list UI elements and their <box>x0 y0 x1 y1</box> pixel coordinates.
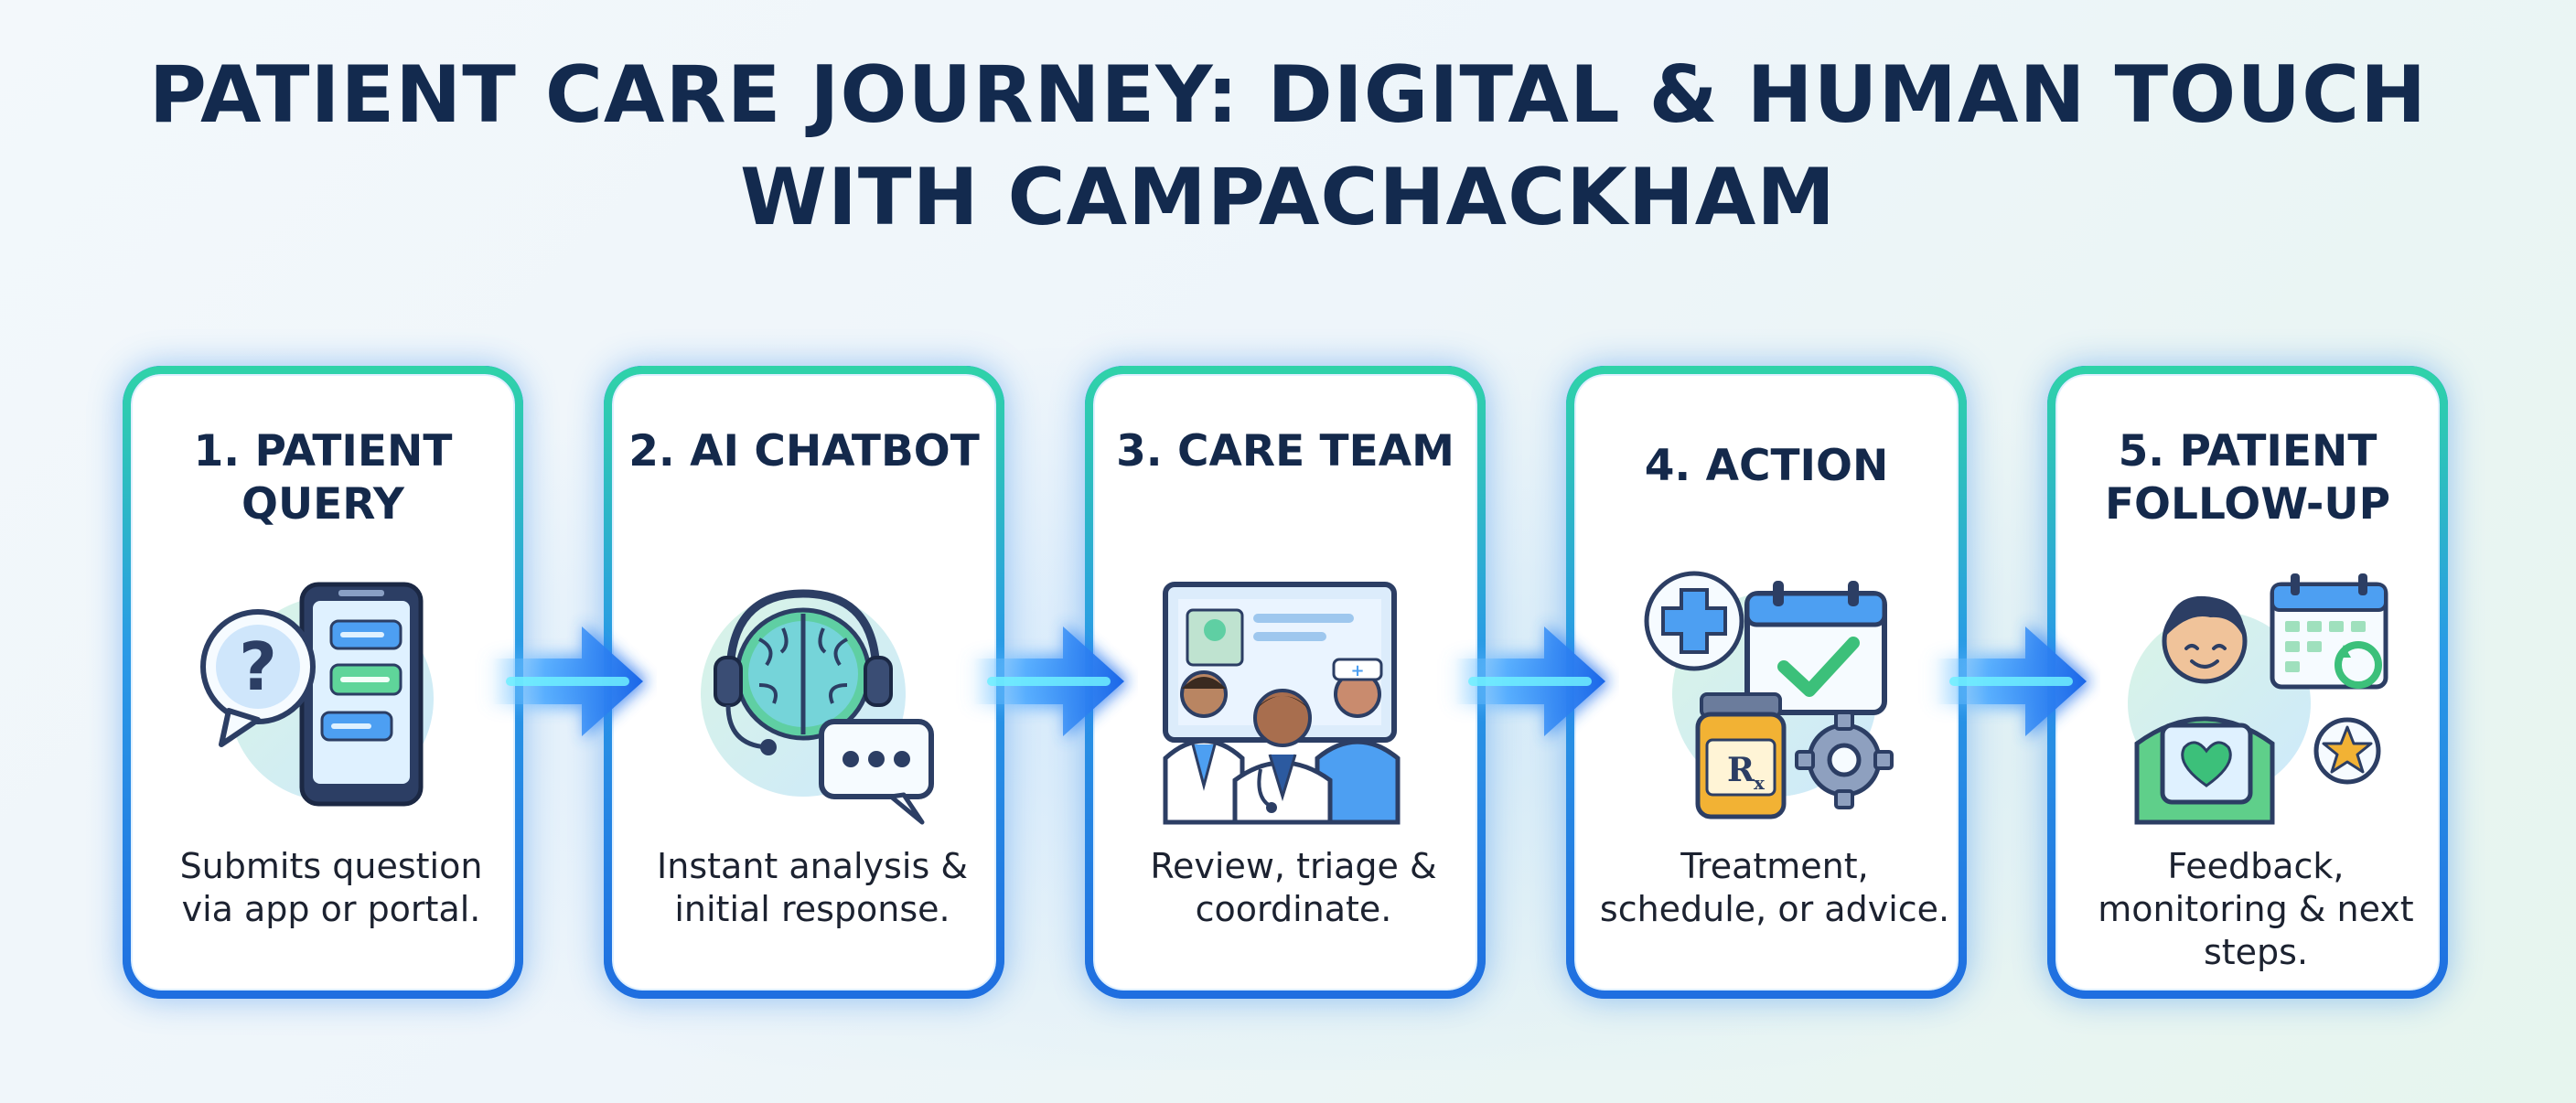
medical-cross-calendar-rx-gear-icon: R x <box>1644 571 1894 819</box>
patient-tablet-calendar-star-icon <box>2128 573 2388 825</box>
title-line-2: WITH CAMPACHACKHAM <box>740 152 1836 243</box>
step-description: Review, triage & coordinate. <box>1150 846 1437 929</box>
brain-headset-chat-icon <box>701 589 934 825</box>
arrow-right-icon <box>1445 622 1610 741</box>
step-title: 4. ACTION <box>1644 441 1889 491</box>
step-description: Treatment, schedule, or advice. <box>1599 846 1950 929</box>
svg-text:?: ? <box>239 628 277 705</box>
arrow-right-icon <box>1927 622 2091 741</box>
step-card-action: 4. ACTION R x Treatment, schedule, or ad… <box>1566 366 1967 999</box>
arrow-right-icon <box>483 622 648 741</box>
step-title: 1. PATIENT QUERY <box>193 426 453 530</box>
smartphone-question-chat-icon: ? <box>200 582 434 807</box>
title-line-1: PATIENT CARE JOURNEY: DIGITAL & HUMAN TO… <box>148 49 2428 141</box>
svg-text:+: + <box>1350 661 1364 680</box>
step-card-ai-chatbot: 2. AI CHATBOT Instant analysis & initial… <box>604 366 1004 999</box>
step-card-patient-query: 1. PATIENT QUERY ? Submits question via … <box>123 366 523 999</box>
medical-team-monitor-icon: + <box>1163 582 1401 825</box>
step-card-patient-follow-up: 5. PATIENT FOLLOW-UP Feedback, monitorin… <box>2047 366 2448 999</box>
svg-text:x: x <box>1754 772 1766 794</box>
step-card-care-team: 3. CARE TEAM + Review, triage & coordina… <box>1085 366 1486 999</box>
step-title: 2. AI CHATBOT <box>628 426 980 477</box>
step-title: 5. PATIENT FOLLOW-UP <box>2104 426 2391 530</box>
svg-text:R: R <box>1727 751 1755 789</box>
step-description: Instant analysis & initial response. <box>657 846 968 929</box>
step-description: Feedback, monitoring & next steps. <box>2098 846 2414 972</box>
step-title: 3. CARE TEAM <box>1116 426 1454 477</box>
page-title: PATIENT CARE JOURNEY: DIGITAL & HUMAN TO… <box>0 44 2576 249</box>
step-description: Submits question via app or portal. <box>179 846 483 929</box>
arrow-right-icon <box>964 622 1129 741</box>
